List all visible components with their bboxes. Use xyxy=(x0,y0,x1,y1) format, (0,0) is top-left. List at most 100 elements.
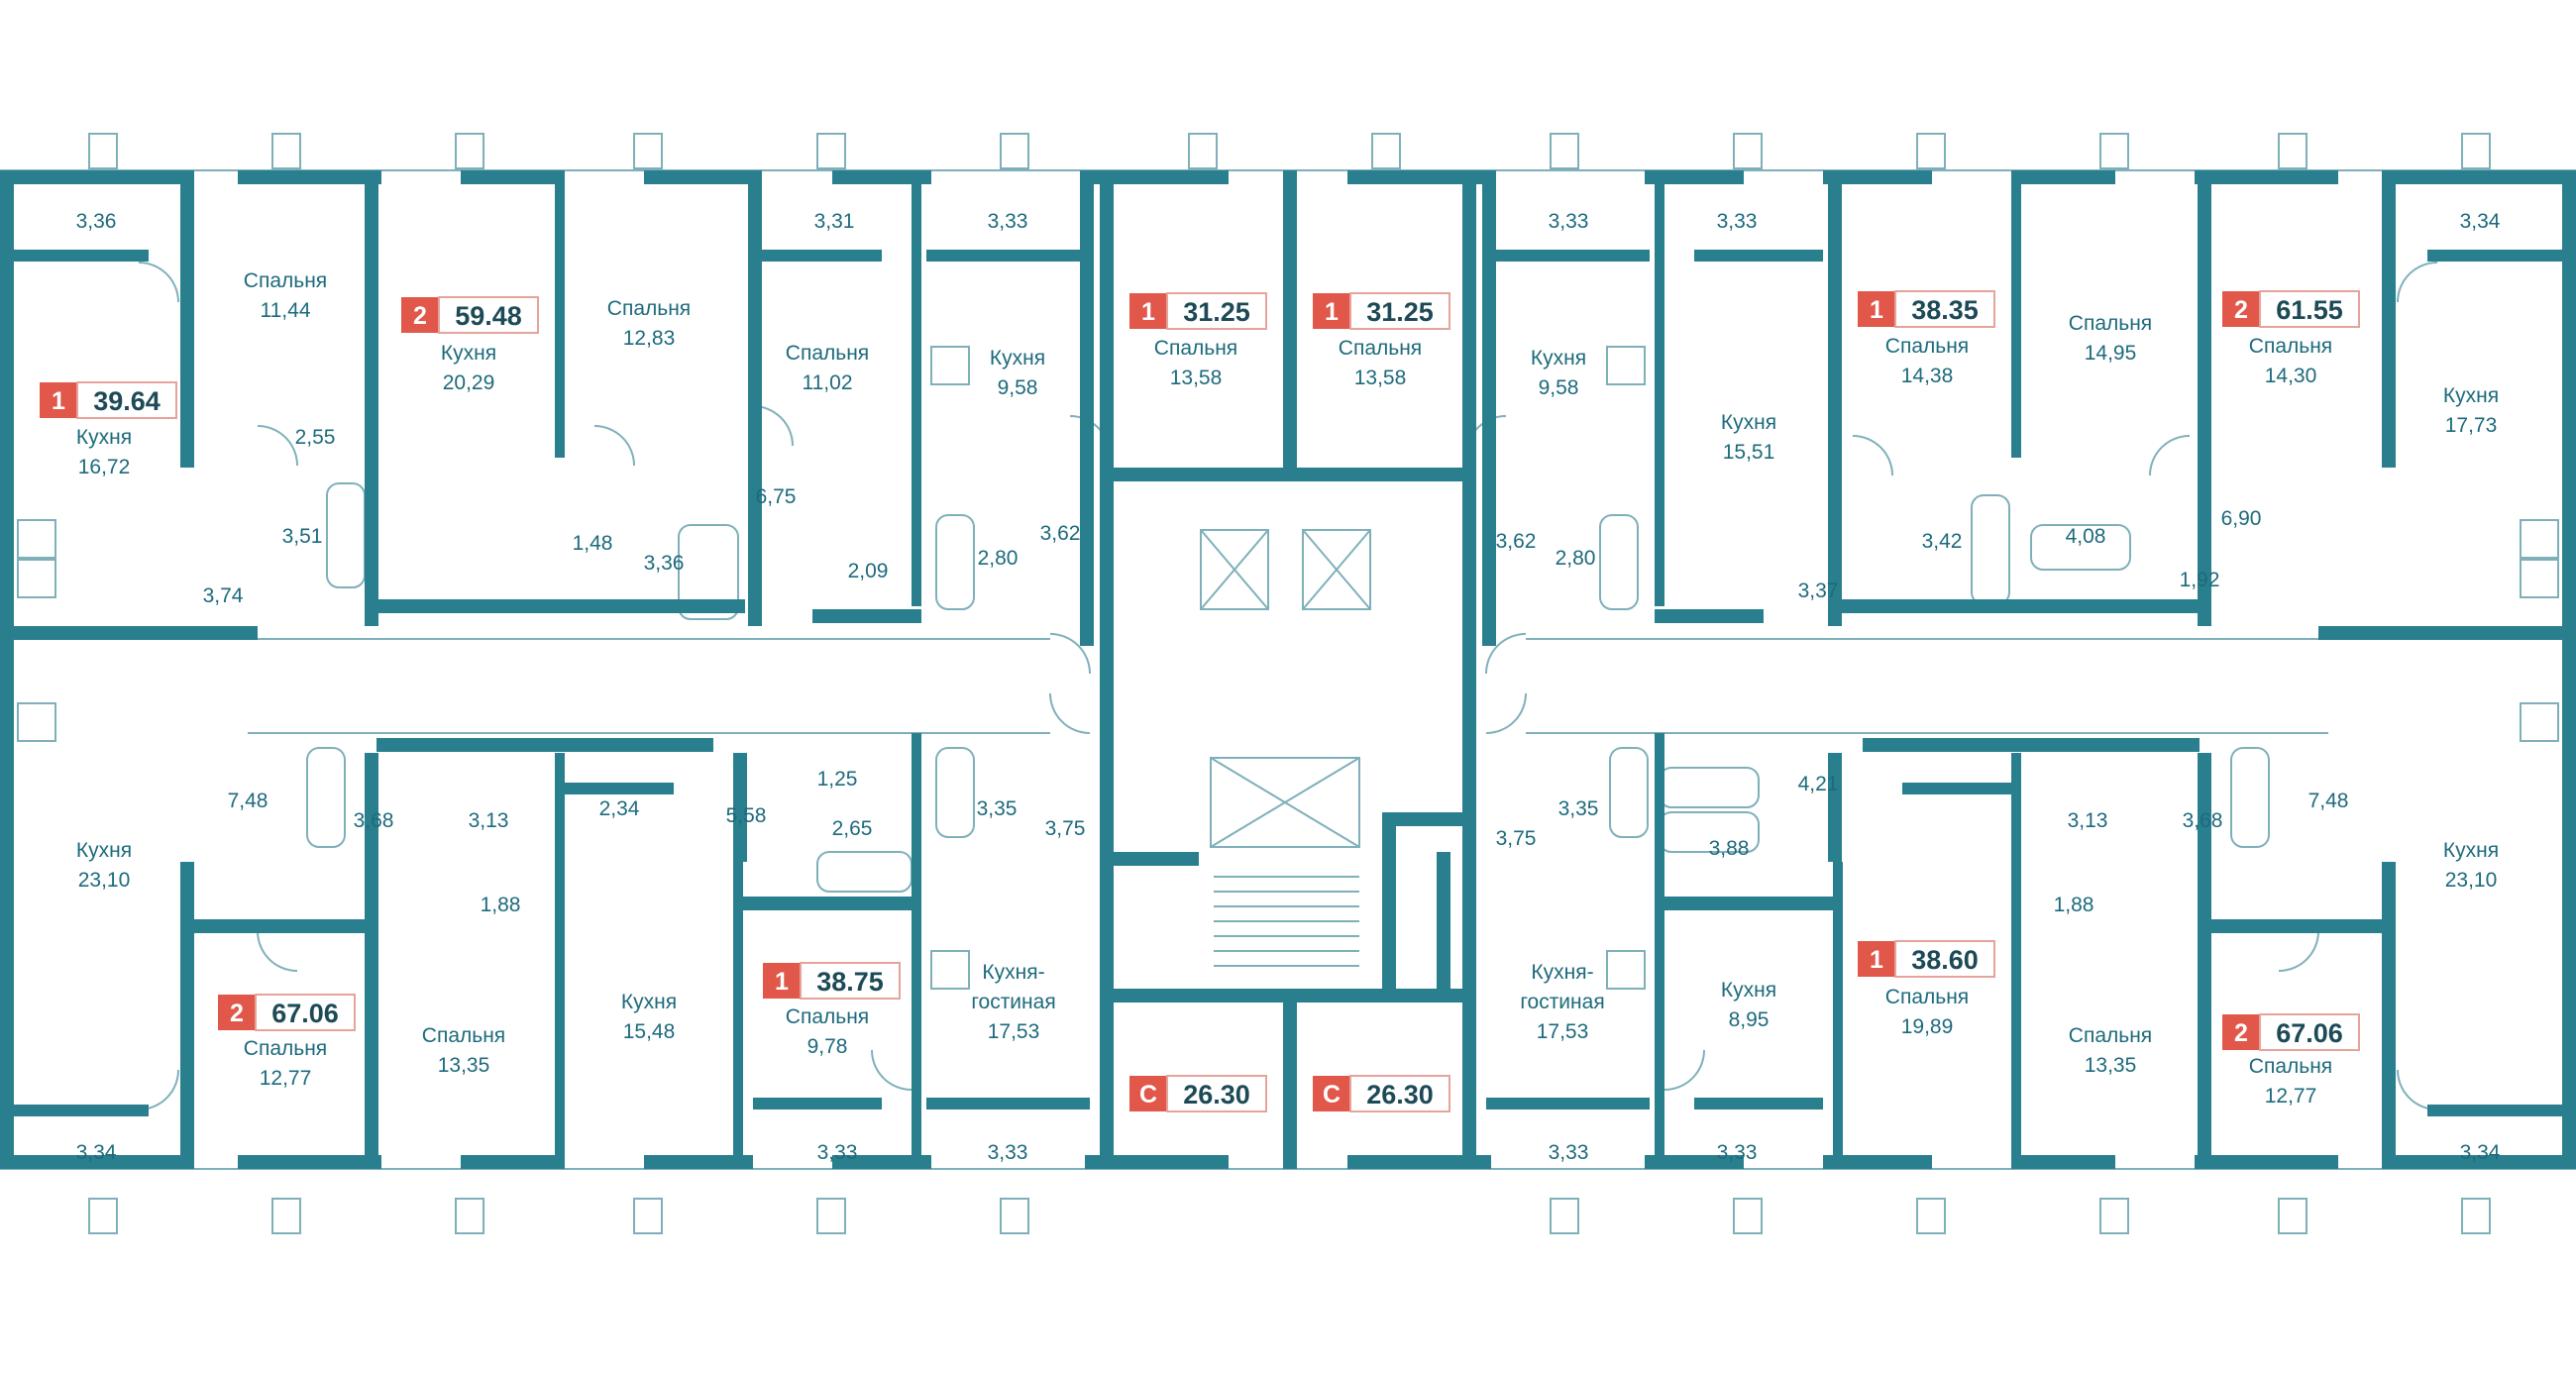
badge-number: 1 xyxy=(1325,298,1339,326)
room-area: 13,35 xyxy=(438,1054,490,1077)
badge-number-box xyxy=(1313,1076,1350,1111)
apartment-badge[interactable]: С 26.30 xyxy=(1313,1075,1450,1112)
area-value: 6,75 xyxy=(756,485,797,508)
wall xyxy=(555,170,565,458)
apartment-badge[interactable]: 1 31.25 xyxy=(1129,292,1267,330)
area-value: 1,25 xyxy=(817,768,858,791)
wall xyxy=(1100,468,1114,1003)
room-name: Спальня xyxy=(422,1024,505,1047)
room-name: Спальня xyxy=(607,297,691,320)
wall xyxy=(2427,250,2566,262)
room-area: 13,35 xyxy=(2085,1054,2137,1077)
room-area: 12,77 xyxy=(2265,1085,2317,1108)
apartment-badge[interactable]: С 26.30 xyxy=(1129,1075,1267,1112)
room-name: Кухня xyxy=(1531,347,1586,370)
room-labels: Кухня 16,72 Спальня 11,44 Кухня 20,29 Сп… xyxy=(76,269,2499,1108)
room-name: Спальня xyxy=(2249,1055,2332,1078)
wall xyxy=(2011,170,2115,184)
wall xyxy=(1462,170,1476,468)
wall xyxy=(555,753,565,1169)
badge-number-box xyxy=(1129,293,1167,329)
room-area: 9,58 xyxy=(998,376,1038,399)
badge-area: 31.25 xyxy=(1183,297,1250,327)
area-value: 4,21 xyxy=(1798,773,1839,795)
badge-area: 38.60 xyxy=(1911,945,1979,975)
wall xyxy=(0,626,14,1169)
room-area: 17,53 xyxy=(1537,1020,1589,1043)
wall xyxy=(738,897,916,910)
room-area: 17,53 xyxy=(988,1020,1040,1043)
wall xyxy=(2393,1155,2576,1169)
room-name: Спальня xyxy=(2249,335,2332,358)
area-value: 3,33 xyxy=(817,1141,858,1164)
wall xyxy=(748,170,762,626)
badge-area-box xyxy=(2259,1013,2360,1051)
apartment-badge[interactable]: 1 39.64 xyxy=(40,381,177,419)
area-value: 1,48 xyxy=(573,532,613,555)
room-name: Кухня xyxy=(2443,839,2499,862)
badge-number: 1 xyxy=(1870,946,1883,974)
window-marker xyxy=(455,133,484,169)
wall xyxy=(180,919,378,933)
room-name: Кухня xyxy=(76,426,132,449)
room-name: гостиная xyxy=(1520,991,1604,1013)
window-marker xyxy=(271,1198,301,1234)
wall xyxy=(2195,170,2338,184)
room-area: 16,72 xyxy=(78,456,131,478)
apartment-badge[interactable]: 2 67.06 xyxy=(218,994,356,1031)
apartment-badge[interactable]: 2 67.06 xyxy=(2222,1013,2360,1051)
wall xyxy=(1283,1003,1297,1169)
badge-area: 39.64 xyxy=(93,386,161,416)
room-name: Кухня xyxy=(441,342,496,365)
wall xyxy=(376,738,713,752)
stove-icon xyxy=(17,559,56,598)
window-marker xyxy=(88,1198,118,1234)
elevator-cross xyxy=(1200,529,1269,610)
wall xyxy=(1660,897,1838,910)
badge-area-box xyxy=(1349,1075,1450,1112)
wall xyxy=(365,170,378,626)
window-marker xyxy=(1916,1198,1946,1234)
area-value: 1,88 xyxy=(2054,894,2094,916)
apartment-badge[interactable]: 1 38.60 xyxy=(1858,940,1995,978)
badge-area-box xyxy=(1894,940,1995,978)
room-area: 12,83 xyxy=(623,327,676,350)
window-marker xyxy=(633,133,663,169)
wall xyxy=(2198,170,2211,626)
door-arc xyxy=(2149,435,2191,476)
window-marker xyxy=(2278,133,2308,169)
bathtub xyxy=(935,514,975,610)
wall xyxy=(1100,468,1476,481)
badge-number: 2 xyxy=(413,302,427,330)
room-area: 15,48 xyxy=(623,1020,676,1043)
wall xyxy=(1482,170,1496,646)
wall xyxy=(1831,599,2198,613)
wall xyxy=(753,1098,882,1109)
badge-number: 1 xyxy=(1870,296,1883,324)
window-marker xyxy=(1916,133,1946,169)
apartment-badge[interactable]: 2 59.48 xyxy=(401,296,539,334)
wall xyxy=(1828,170,1842,626)
badge-area-box xyxy=(1166,292,1267,330)
area-value: 3,75 xyxy=(1045,817,1086,840)
room-name: Спальня xyxy=(1885,986,1969,1008)
door-arc xyxy=(2397,1069,2438,1110)
wall xyxy=(461,170,565,184)
window-marker xyxy=(633,1198,663,1234)
wall xyxy=(10,250,149,262)
apartment-badge[interactable]: 1 38.35 xyxy=(1858,290,1995,328)
area-value: 1,92 xyxy=(2180,569,2220,591)
apartment-badge[interactable]: 2 61.55 xyxy=(2222,290,2360,328)
badge-area-box xyxy=(2259,290,2360,328)
apartment-badge[interactable]: 1 38.75 xyxy=(763,962,901,1000)
badge-number: С xyxy=(1323,1081,1341,1109)
area-value: 3,13 xyxy=(2068,809,2108,832)
window-marker xyxy=(1000,133,1029,169)
area-value: 3,33 xyxy=(988,1141,1028,1164)
bathtub xyxy=(306,747,346,848)
area-value: 3,75 xyxy=(1496,827,1537,850)
room-area: 11,44 xyxy=(261,299,311,322)
area-value: 3,42 xyxy=(1922,530,1963,553)
apartment-badge[interactable]: 1 31.25 xyxy=(1313,292,1450,330)
wall xyxy=(10,1105,149,1116)
